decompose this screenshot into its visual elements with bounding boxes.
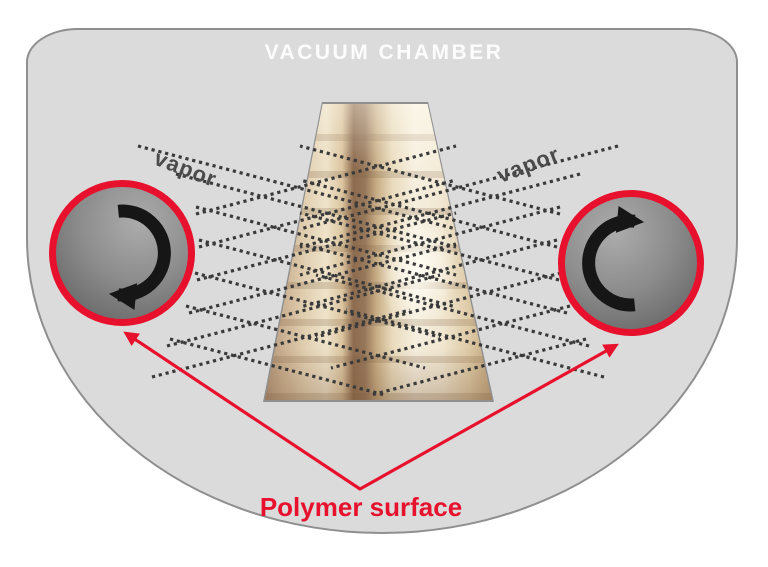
polymer-surface-label: Polymer surface [259, 492, 463, 522]
vapor-dotted-line [196, 211, 457, 282]
chamber-title: VACUUM CHAMBER [264, 41, 504, 64]
vapor-dotted-line [299, 144, 561, 216]
right-drum-rotation-arrow-icon [582, 206, 645, 312]
vapor-dotted-line [195, 205, 457, 277]
left-drum-rotation-arrow-icon [108, 204, 171, 310]
vapor-dotted-line [299, 205, 561, 277]
vapor-dotted-line [195, 144, 457, 216]
vapor-dotted-line [198, 238, 457, 309]
vapor-dotted-line [299, 238, 558, 309]
vapor-dotted-line [299, 172, 581, 249]
vapor-dotted-line [315, 271, 562, 339]
polymer-surface-pointer-arrows [123, 331, 619, 491]
left-polymer-drum [49, 180, 195, 326]
vapor-dotted-line [175, 172, 457, 249]
vapor-dotted-line [169, 337, 386, 397]
vapor-dotted-line [299, 178, 558, 249]
vapor-dotted-line [299, 211, 560, 282]
vapor-dotted-line [299, 242, 568, 315]
vapor-dotted-line [370, 337, 587, 397]
vapor-dotted-line [188, 242, 457, 315]
vapor-dotted-line [137, 144, 457, 231]
right-polymer-drum [558, 190, 704, 336]
vapor-dotted-line [166, 273, 441, 348]
vapor-dotted-line [299, 144, 619, 231]
vapor-dotted-line [194, 271, 441, 339]
vapor-dotted-line [315, 273, 590, 348]
vapor-dotted-line [198, 178, 457, 249]
